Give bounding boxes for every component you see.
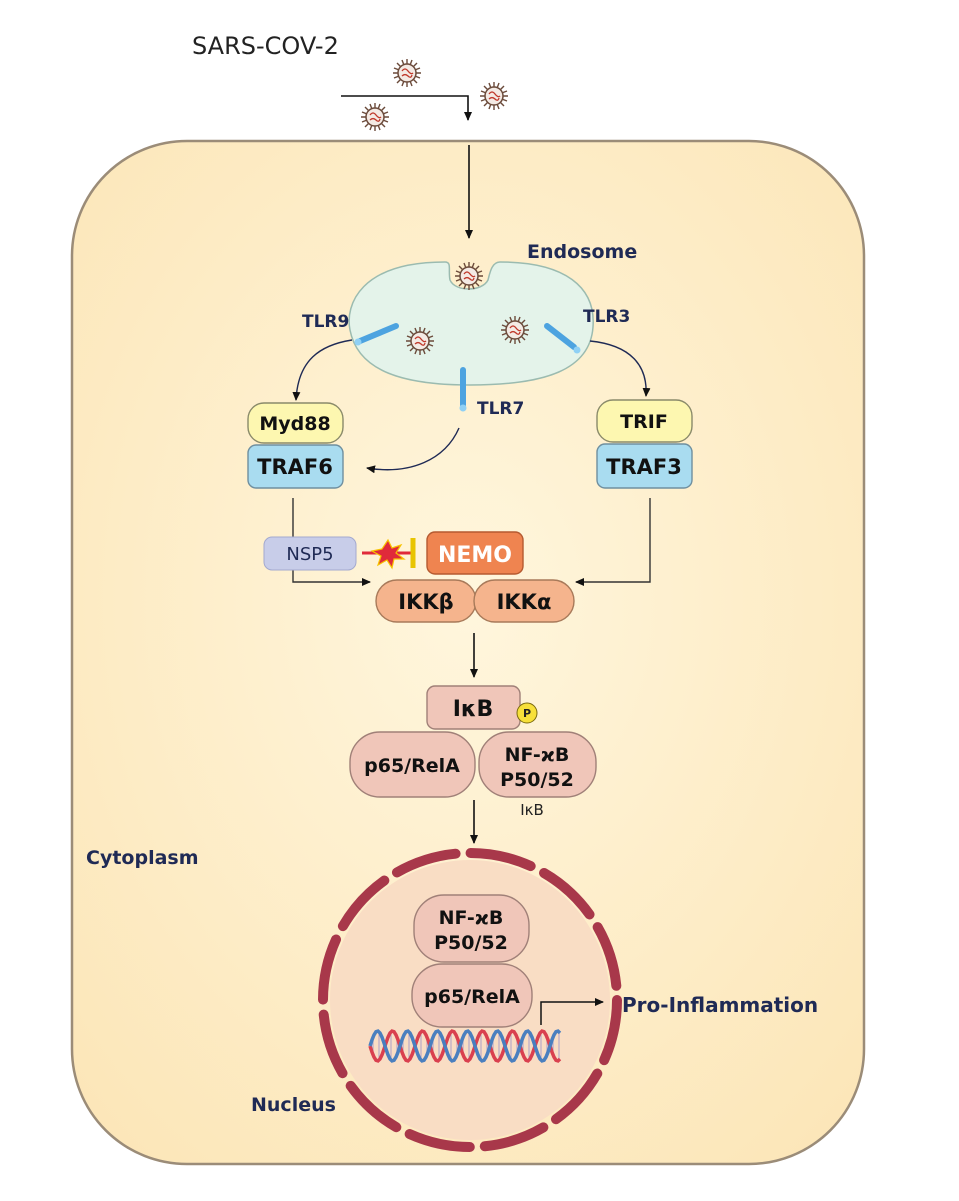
traf6-box	[247, 444, 344, 489]
nfkb-box	[478, 731, 597, 798]
nuclear-p65-box	[411, 963, 533, 1028]
nfkb-label-line1: NF-ϰB	[505, 744, 570, 766]
tlr9-receptor	[357, 323, 399, 344]
tlr7-label: TLR7	[477, 399, 524, 419]
nuclear-envelope	[318, 848, 622, 1152]
ikka-box	[473, 579, 575, 623]
pro-inflammation-label: Pro-Inflammation	[622, 993, 818, 1017]
trif-box	[596, 399, 693, 443]
nemo-label: NEMO	[438, 543, 512, 568]
virion-icon	[500, 315, 530, 345]
trif-label: TRIF	[620, 411, 668, 433]
phospho-label: P	[523, 707, 531, 720]
virion-icon	[360, 102, 390, 132]
ikkb-label: IKKβ	[398, 590, 453, 614]
entry-arrow	[341, 95, 472, 121]
nucleus-label: Nucleus	[251, 1094, 336, 1116]
tlr3-label: TLR3	[583, 307, 630, 327]
nfkb-label-line2: P50/52	[500, 769, 574, 791]
tlr9-label: TLR9	[302, 312, 349, 332]
tlr9-to-myd88-arrow	[292, 339, 353, 401]
nuclear-p65-label: p65/RelA	[424, 986, 520, 1008]
endosome-label: Endosome	[527, 241, 637, 263]
nuclear-nfkb-line1: NF-ϰB	[439, 907, 504, 929]
nsp5-box	[263, 536, 357, 571]
traf6-label: TRAF6	[257, 455, 333, 479]
nuclear-nfkb-box	[413, 894, 530, 963]
cell-membrane	[70, 139, 866, 1166]
cytoplasm-label: Cytoplasm	[86, 847, 199, 869]
p65-label: p65/RelA	[364, 755, 460, 777]
virion-icon	[479, 81, 509, 111]
traf6-to-ikk-arrow	[292, 498, 371, 586]
phospho-badge	[516, 702, 538, 724]
virion-icon	[405, 326, 435, 356]
ikb-label: IκB	[453, 697, 494, 722]
myd88-box	[247, 402, 344, 444]
p65-box	[349, 731, 476, 798]
myd88-label: Myd88	[259, 413, 330, 435]
ikb-small-label: IκB	[520, 801, 544, 819]
virion-icon	[454, 261, 484, 291]
nemo-box	[426, 531, 524, 575]
starburst-icon	[370, 538, 406, 570]
dna-helix	[368, 1029, 562, 1063]
tlr3-to-trif-arrow	[589, 340, 651, 397]
tlr3-receptor	[544, 323, 577, 350]
traf3-to-ikk-arrow	[575, 498, 651, 586]
traf3-box	[596, 443, 693, 489]
transcription-arrow	[540, 998, 604, 1025]
nuclear-nfkb-line2: P50/52	[434, 932, 508, 954]
traf3-label: TRAF3	[606, 455, 682, 479]
ikka-label: IKKα	[497, 590, 552, 614]
virion-icon	[392, 58, 422, 88]
virus-label: SARS-COV-2	[192, 32, 339, 60]
nsp5-label: NSP5	[286, 544, 333, 565]
tlr7-to-traf6-arrow	[366, 427, 460, 474]
